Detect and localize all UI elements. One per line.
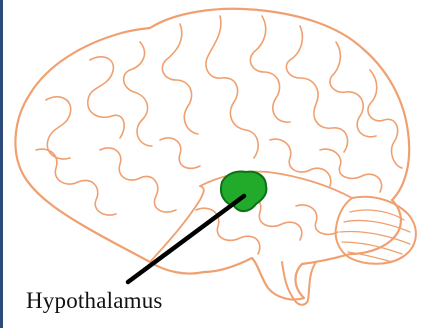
cerebrum-outline <box>15 9 409 300</box>
gyrus-10 <box>36 149 116 215</box>
gyrus-5 <box>206 16 258 158</box>
gyrus-11 <box>100 148 176 212</box>
gyrus-2 <box>88 57 124 138</box>
gyrus-8 <box>330 42 376 137</box>
gyrus-6 <box>250 16 290 122</box>
gyrus-1 <box>46 97 71 159</box>
gyrus-15 <box>196 208 260 254</box>
gyrus-12 <box>160 138 200 168</box>
hypothalamus-region <box>221 171 266 211</box>
hypothalamus-label: Hypothalamus <box>26 288 163 314</box>
gyrus-9 <box>368 70 402 168</box>
gyrus-13 <box>270 139 331 186</box>
temporal-lobe-edge <box>150 186 204 262</box>
gyrus-4 <box>162 24 198 134</box>
gyrus-14 <box>320 149 382 192</box>
gyrus-3 <box>124 42 152 146</box>
